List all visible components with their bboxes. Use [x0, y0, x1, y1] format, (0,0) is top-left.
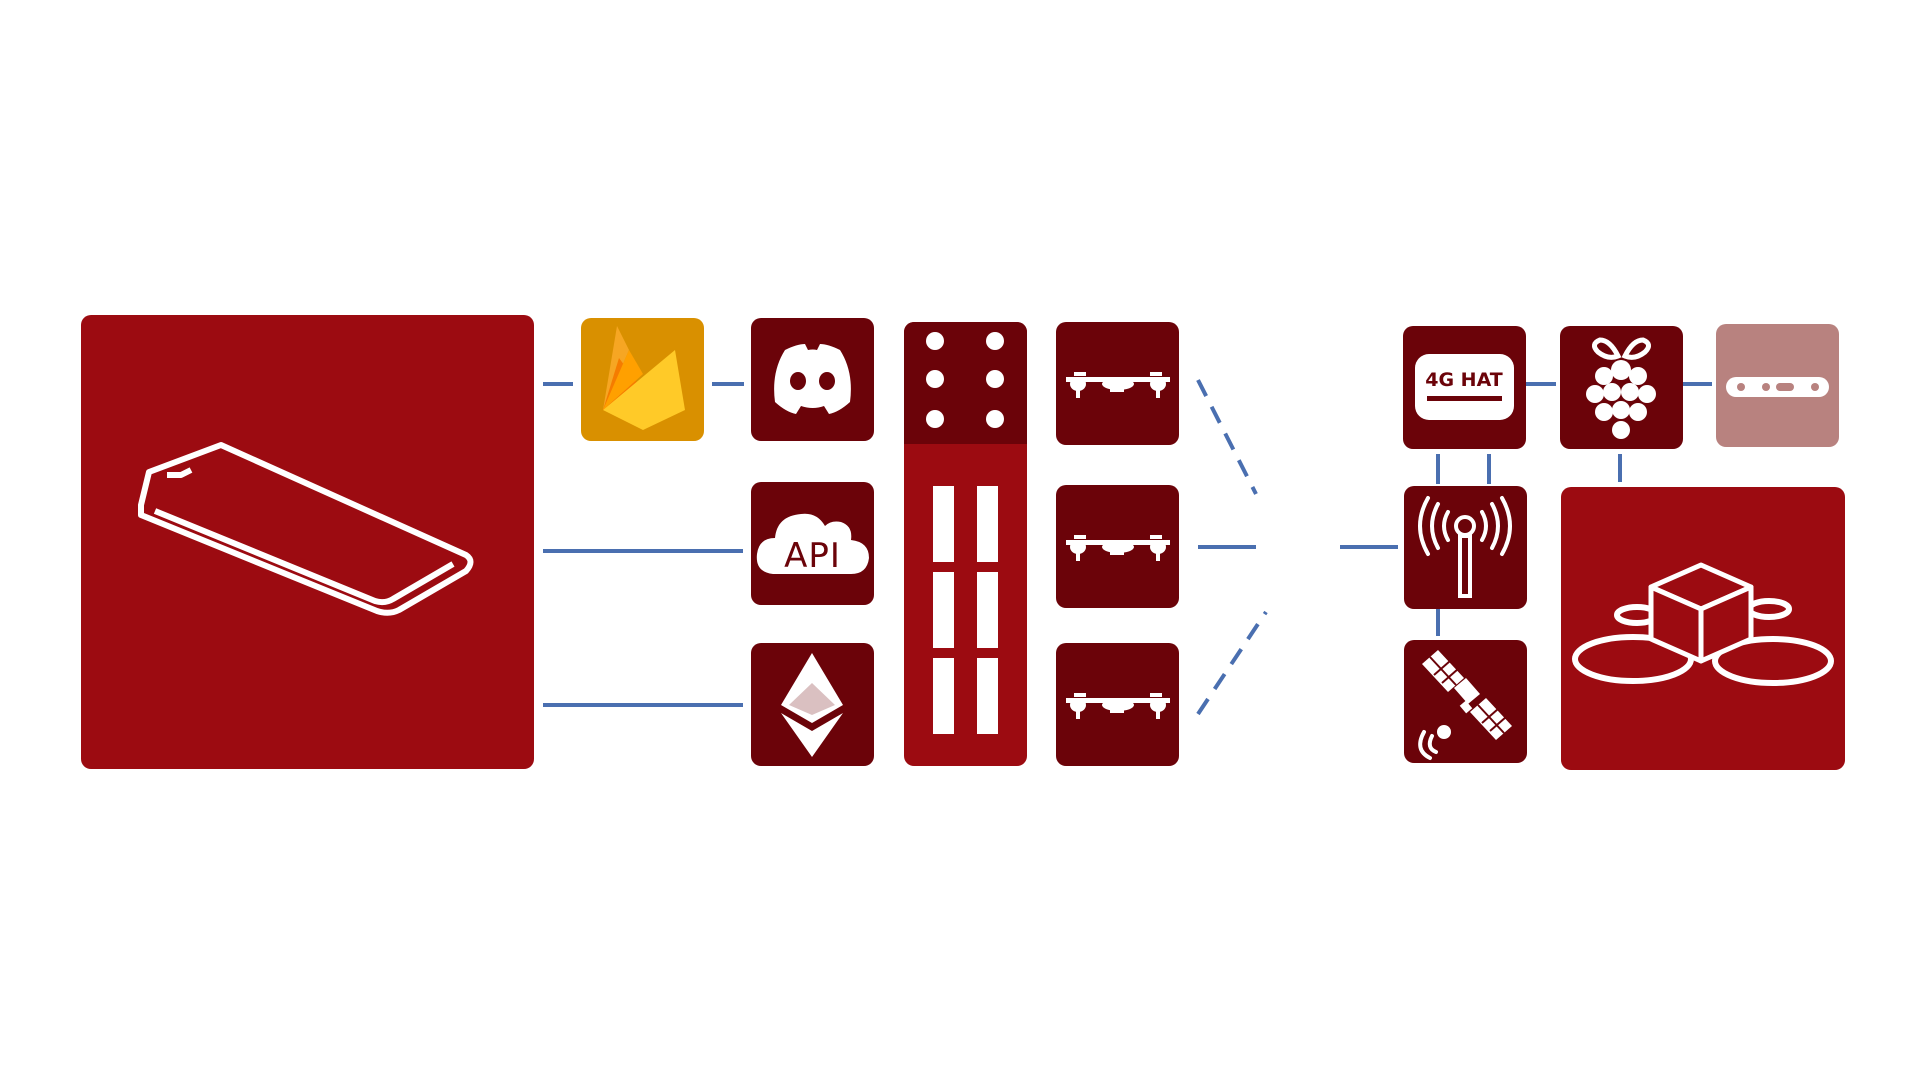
drone-icon: [1066, 372, 1170, 398]
connector-pi-drone-unit: [1618, 454, 1622, 482]
connector-phone-firebase: [543, 382, 573, 386]
discord-tile: [751, 318, 874, 441]
raspberry-pi-tile: [1560, 326, 1683, 449]
connector-antenna-satellite: [1436, 606, 1440, 636]
antenna-icon: [1418, 496, 1512, 598]
connector-phone-api: [543, 549, 743, 553]
raspberry-pi-icon: [1586, 337, 1656, 439]
4g-hat-tile: 4G HAT: [1403, 326, 1526, 449]
api-tile: API: [751, 482, 874, 605]
drone-tile-1: [1056, 322, 1179, 445]
connector-hat-antenna-a: [1436, 454, 1440, 484]
firebase-icon: [603, 326, 685, 430]
satellite-icon: [1418, 650, 1512, 760]
connector-gap-antenna: [1340, 545, 1398, 549]
4g-hat-icon: [1415, 354, 1514, 420]
smartphone-tile: [81, 315, 534, 769]
drone-tile-2: [1056, 485, 1179, 608]
server-rack: [904, 322, 1027, 766]
ethereum-tile: [751, 643, 874, 766]
connector-firebase-discord: [712, 382, 744, 386]
connector-hat-antenna-b: [1487, 454, 1491, 484]
connector-pi-sensor: [1682, 382, 1712, 386]
connector-hat-pi: [1526, 382, 1556, 386]
server-rack-icon: [904, 322, 1027, 734]
ethereum-icon: [781, 653, 843, 757]
api-label: API: [784, 536, 841, 576]
api-cloud-icon: [756, 513, 869, 574]
antenna-tile: [1404, 486, 1527, 609]
smartphone-icon: [138, 442, 474, 616]
drone-unit-tile: [1561, 487, 1845, 770]
sensor-module-icon: [1726, 377, 1829, 397]
firebase-tile: [581, 318, 704, 441]
connector-phone-ethereum: [543, 703, 743, 707]
drone-icon: [1066, 535, 1170, 561]
satellite-tile: [1404, 640, 1527, 763]
discord-icon: [774, 344, 851, 414]
drone-package-icon: [1572, 562, 1834, 686]
sensor-tile: [1716, 324, 1839, 447]
4g-hat-label: 4G HAT: [1425, 369, 1503, 391]
drone-tile-3: [1056, 643, 1179, 766]
drone-icon: [1066, 693, 1170, 719]
connector-drone-gap-left: [1198, 545, 1256, 549]
